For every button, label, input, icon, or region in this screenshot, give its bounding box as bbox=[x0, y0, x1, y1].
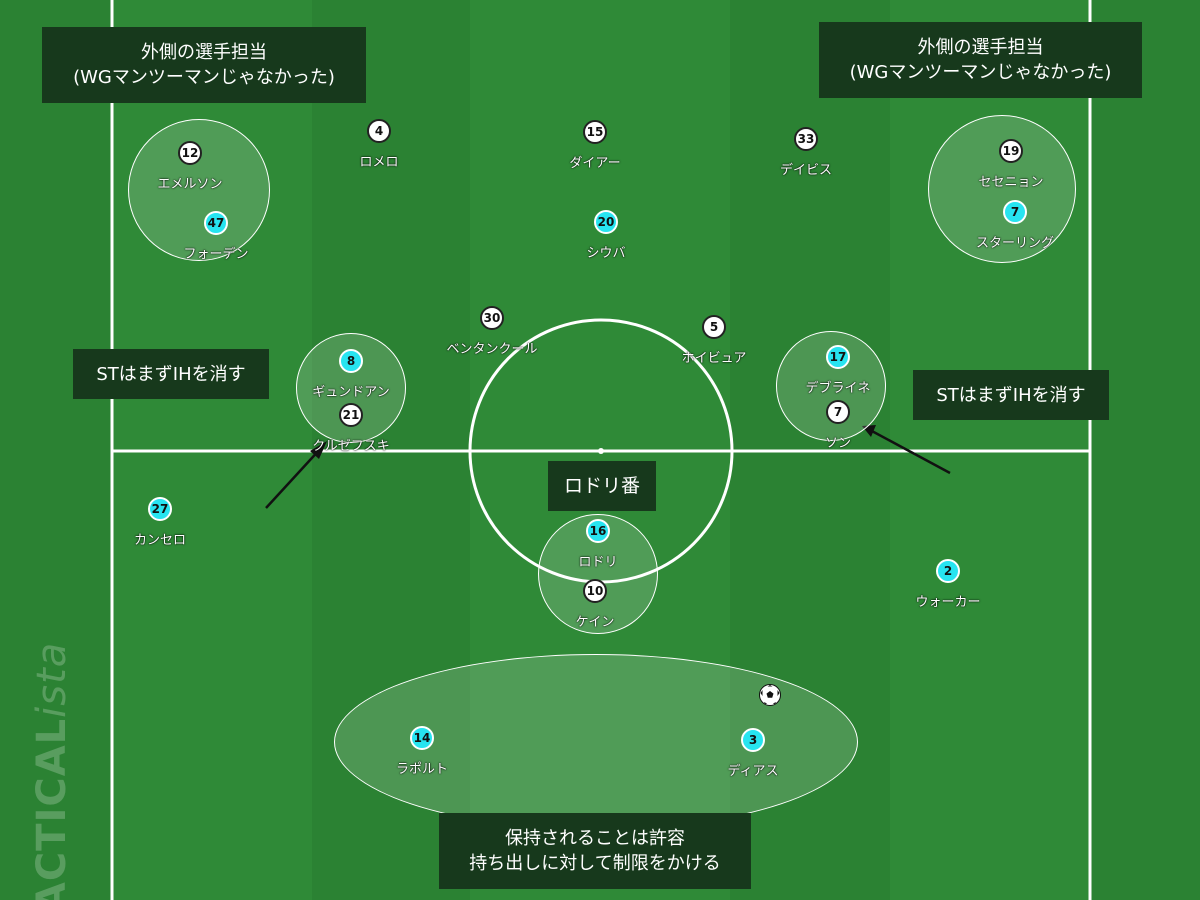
annotation-text: 外側の選手担当 bbox=[917, 37, 1044, 58]
player-marker: 16 bbox=[586, 519, 610, 543]
player-marker: 15 bbox=[583, 120, 607, 144]
player-marker: 4 bbox=[367, 119, 391, 143]
player-marker: 21 bbox=[339, 403, 363, 427]
player-name: フォーデン bbox=[183, 247, 249, 262]
player-name: デイビス bbox=[779, 163, 833, 178]
player-marker: 27 bbox=[148, 497, 172, 521]
player-marker: 12 bbox=[178, 141, 202, 165]
player-marker: 7 bbox=[826, 400, 850, 424]
annotation-text: STはまずIHを消す bbox=[96, 363, 246, 385]
player-name: ホイビュア bbox=[681, 351, 747, 366]
annotation-st-left: STはまずIHを消す bbox=[73, 349, 269, 399]
annotation-possession: 保持されることは許容 持ち出しに対して制限をかける bbox=[439, 813, 751, 889]
arrow-left-shaft bbox=[265, 446, 323, 509]
player-marker: 2 bbox=[936, 559, 960, 583]
player-marker: 5 bbox=[702, 315, 726, 339]
player-marker: 20 bbox=[594, 210, 618, 234]
annotation-st-right: STはまずIHを消す bbox=[913, 370, 1109, 420]
player-marker: 7 bbox=[1003, 200, 1027, 224]
player-name: ディアス bbox=[727, 764, 779, 779]
annotation-text: (WGマンツーマンじゃなかった) bbox=[849, 62, 1112, 83]
watermark-suffix: ista bbox=[29, 641, 75, 718]
player-marker: 19 bbox=[999, 139, 1023, 163]
player-name: クルゼフスキ bbox=[312, 439, 390, 454]
arrow-right-shaft bbox=[869, 428, 951, 475]
player-marker: 8 bbox=[339, 349, 363, 373]
zone-left-wide bbox=[128, 119, 270, 261]
player-name: ケイン bbox=[575, 615, 615, 630]
player-name: ソン bbox=[824, 436, 852, 451]
zone-right-wide bbox=[928, 115, 1076, 263]
player-marker: 30 bbox=[480, 306, 504, 330]
player-name: ロドリ bbox=[578, 555, 618, 570]
player-marker: 33 bbox=[794, 127, 818, 151]
player-marker: 10 bbox=[583, 579, 607, 603]
watermark-text: TACTICAL bbox=[29, 717, 75, 900]
football-icon bbox=[759, 684, 781, 706]
arrow-left-head bbox=[310, 441, 327, 459]
annotation-text: 外側の選手担当 bbox=[141, 42, 267, 63]
player-marker: 14 bbox=[410, 726, 434, 750]
player-name: ラポルト bbox=[395, 762, 449, 777]
annotation-text: ロドリ番 bbox=[563, 474, 640, 497]
player-marker: 17 bbox=[826, 345, 850, 369]
player-name: ダイアー bbox=[569, 156, 621, 171]
player-name: ウォーカー bbox=[915, 595, 981, 610]
player-marker: 47 bbox=[204, 211, 228, 235]
player-name: シウバ bbox=[586, 246, 626, 261]
player-name: ベンタンクール bbox=[446, 342, 538, 357]
center-spot bbox=[598, 448, 604, 454]
annotation-rodri-mark: ロドリ番 bbox=[548, 461, 656, 511]
annotation-text: (WGマンツーマンじゃなかった) bbox=[73, 67, 335, 88]
annotation-outside-right: 外側の選手担当 (WGマンツーマンじゃなかった) bbox=[819, 22, 1142, 98]
player-name: エメルソン bbox=[157, 177, 223, 192]
player-name: セセニョン bbox=[978, 175, 1044, 190]
player-name: ギュンドアン bbox=[312, 385, 390, 400]
player-marker: 3 bbox=[741, 728, 765, 752]
player-name: カンセロ bbox=[133, 533, 187, 548]
annotation-text: 保持されることは許容 bbox=[505, 828, 685, 849]
player-name: スターリング bbox=[975, 236, 1055, 251]
annotation-text: STはまずIHを消す bbox=[936, 384, 1086, 406]
player-name: ロメロ bbox=[359, 155, 399, 170]
player-name: デブライネ bbox=[805, 381, 871, 396]
watermark-logo: TACTICALista bbox=[29, 642, 75, 900]
annotation-outside-left: 外側の選手担当 (WGマンツーマンじゃなかった) bbox=[42, 27, 366, 103]
annotation-text: 持ち出しに対して制限をかける bbox=[469, 853, 721, 874]
